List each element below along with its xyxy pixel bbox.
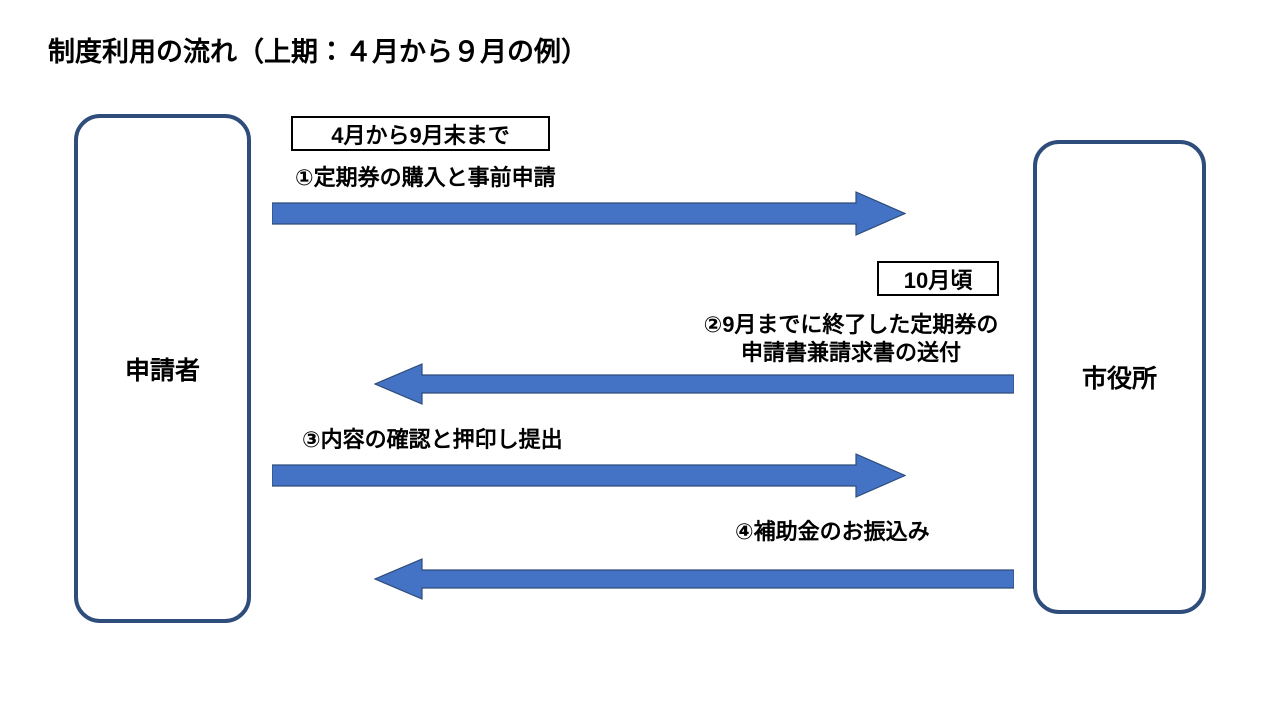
page-title: 制度利用の流れ（上期：４月から９月の例） bbox=[48, 37, 588, 67]
actor-label-cityhall: 市役所 bbox=[1081, 365, 1157, 393]
step-caption-1: ①定期券の購入と事前申請 bbox=[295, 165, 556, 190]
flow-arrow-right-step-1 bbox=[272, 191, 906, 236]
step-caption-3: ③内容の確認と押印し提出 bbox=[302, 427, 563, 452]
flow-arrow-right-step-3 bbox=[272, 453, 906, 498]
period-chip-october-label: 10月頃 bbox=[903, 267, 973, 293]
period-chip-first-half-label: 4月から9月末まで bbox=[331, 122, 510, 148]
actor-box-cityhall: 市役所 bbox=[1033, 140, 1206, 614]
period-chip-october: 10月頃 bbox=[877, 261, 999, 296]
flow-arrow-left-step-2 bbox=[374, 363, 1014, 405]
actor-label-applicant: 申請者 bbox=[124, 356, 200, 385]
flow-arrow-left-step-4 bbox=[374, 558, 1014, 600]
step-caption-4: ④補助金のお振込み bbox=[735, 519, 930, 544]
period-chip-first-half: 4月から9月末まで bbox=[291, 116, 550, 151]
actor-box-applicant: 申請者 bbox=[74, 114, 251, 623]
step-caption-2: ②9月までに終了した定期券の 申請書兼請求書の送付 bbox=[703, 312, 999, 365]
